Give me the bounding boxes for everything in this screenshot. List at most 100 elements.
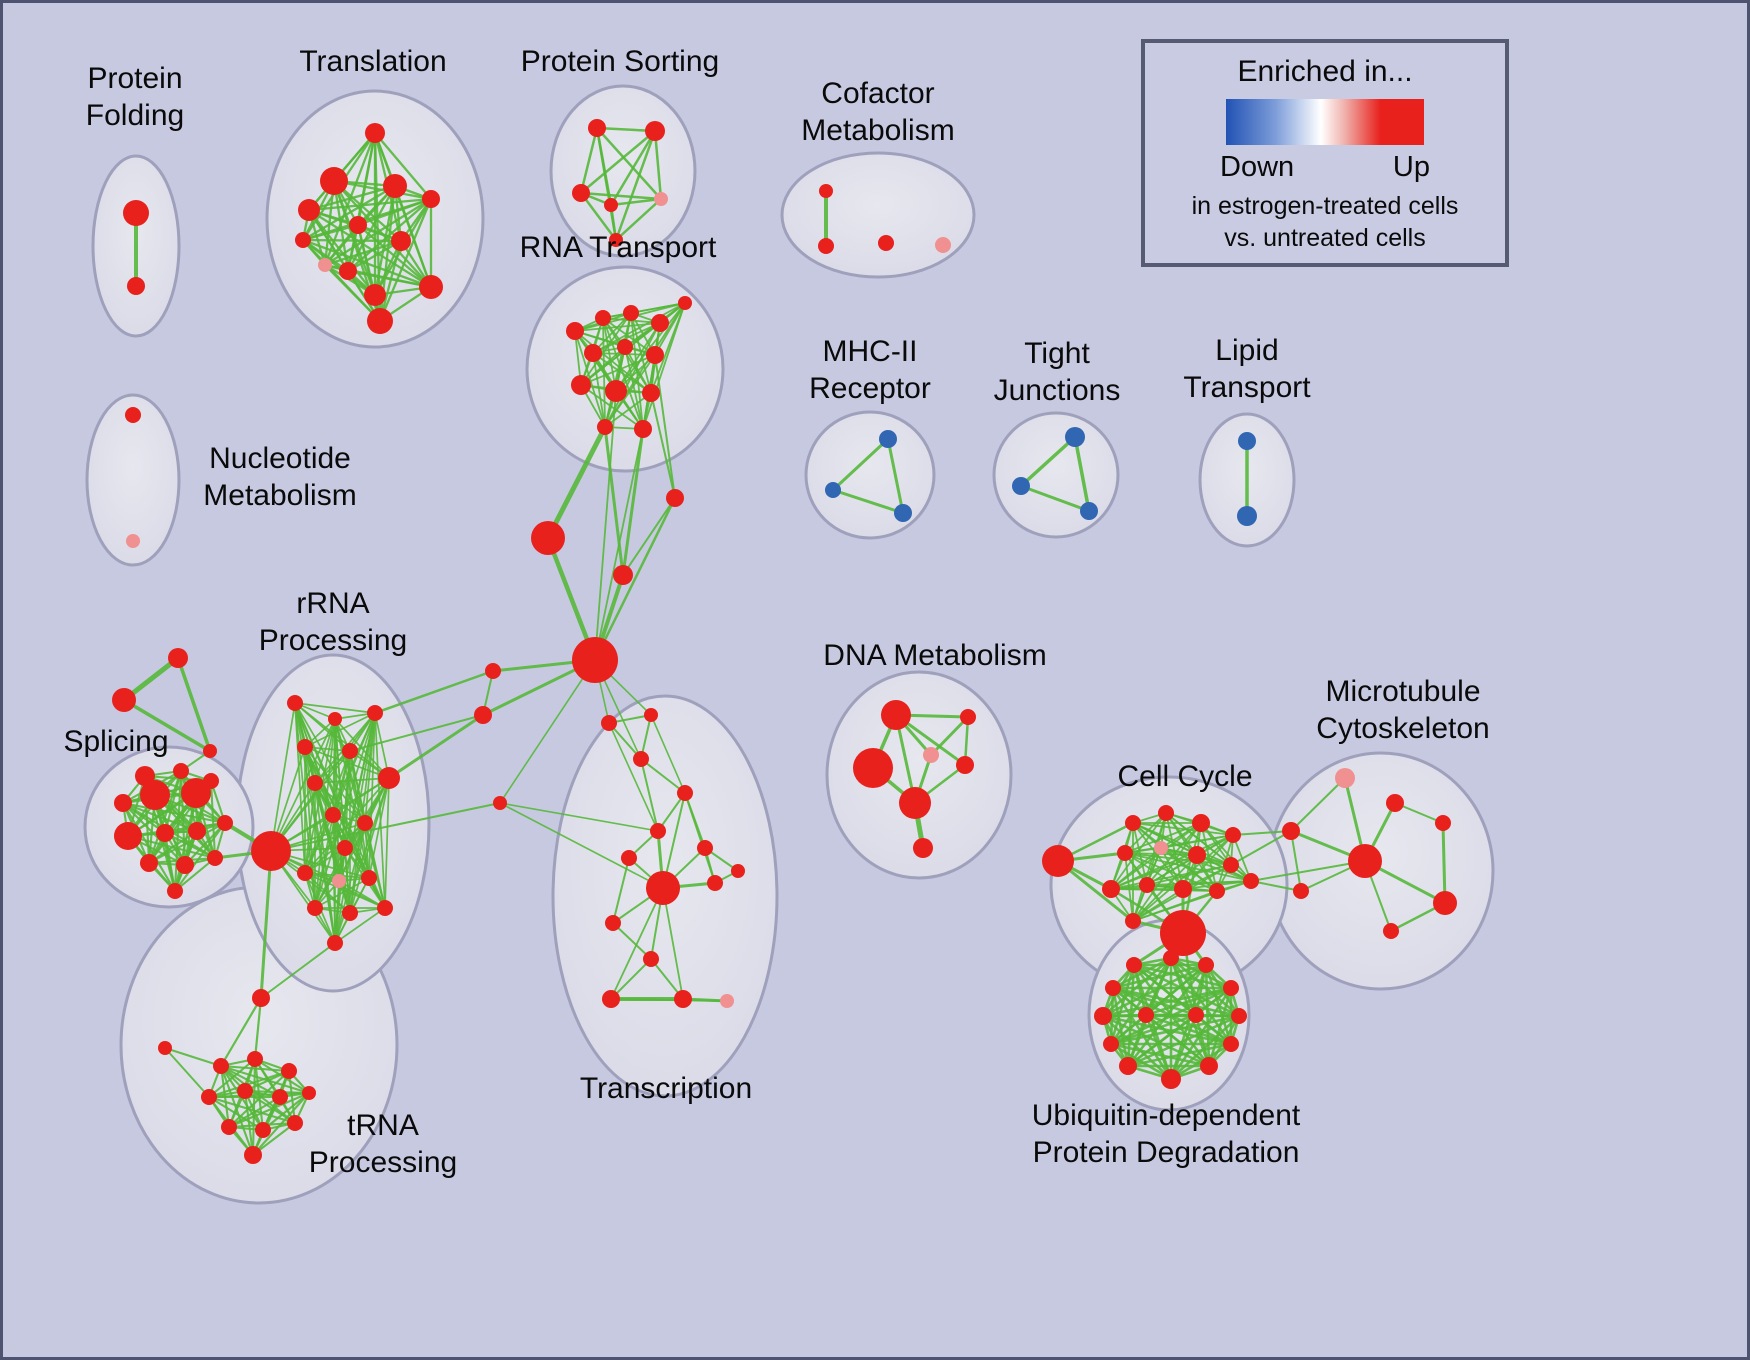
node-ps5: [654, 192, 668, 206]
node-tp2: [158, 1041, 172, 1055]
node-hub1: [531, 521, 565, 555]
edge-ub3-ub9: [1204, 963, 1233, 1046]
edge-s13-s14: [173, 856, 217, 893]
cluster-label-mhc-ii-receptor-line2: Receptor: [809, 372, 931, 405]
node-rt6: [584, 344, 602, 362]
edge-tp4-tp9: [253, 1057, 311, 1095]
node-tp10: [221, 1119, 237, 1135]
edge-cc5-mc3: [1232, 830, 1292, 836]
edge-s8-s13: [163, 831, 217, 860]
edge-tx11-tx12: [610, 958, 652, 1000]
node-tp13: [244, 1146, 262, 1164]
edge-ub6-ub9: [1101, 1014, 1233, 1046]
node-cc7: [1154, 841, 1168, 855]
node-tp12: [287, 1115, 303, 1131]
edge-tx6-tx10: [612, 857, 630, 924]
node-ub6: [1094, 1007, 1112, 1025]
node-cc12: [1174, 880, 1192, 898]
edge-cc8-cc10: [1110, 854, 1198, 890]
node-rr2: [328, 712, 342, 726]
node-mc8: [1383, 923, 1399, 939]
edge-tp1-tp3: [219, 996, 263, 1068]
node-hub2: [572, 637, 618, 683]
node-rt8: [646, 346, 664, 364]
node-s7: [114, 822, 142, 850]
cluster-label-tight-junctions-line1: Tight: [1024, 337, 1090, 370]
edge-s3-s13: [209, 779, 217, 860]
edge-s10-s14: [173, 821, 227, 893]
node-tp7: [237, 1083, 253, 1099]
edge-rr18-tp1: [260, 942, 336, 999]
edge-d2-d4: [929, 715, 970, 757]
node-rt10: [605, 380, 627, 402]
edge-tp2-tp3: [164, 1047, 222, 1067]
edge-tp5-tp7: [243, 1069, 291, 1093]
edge-cc4-cc6: [1124, 822, 1202, 854]
edge-rr8-tp1: [259, 849, 273, 1000]
legend-down-label: Down: [1220, 151, 1295, 183]
edge-t4-t12: [393, 184, 433, 289]
node-cc1: [1042, 845, 1074, 877]
node-tj3: [1080, 502, 1098, 520]
edge-cn5-tx8: [499, 802, 664, 889]
node-tp8: [272, 1089, 288, 1105]
node-m3: [894, 504, 912, 522]
node-lt1: [1238, 432, 1256, 450]
cluster-label-trna-processing-line2: Processing: [309, 1146, 457, 1179]
edge-t4-t10: [346, 184, 397, 273]
node-rr15: [307, 900, 323, 916]
node-tx5: [697, 840, 713, 856]
edge-mc4-mc6: [1441, 821, 1447, 905]
edge-rt8-cn1: [654, 354, 676, 499]
node-cn3: [485, 663, 501, 679]
edge-tp4-tp13: [251, 1057, 257, 1157]
cluster-label-ubiquitin-degradation-line1: Ubiquitin-dependent: [1032, 1099, 1301, 1132]
node-d6: [899, 787, 931, 819]
edge-tj1-tj3: [1073, 435, 1091, 513]
node-tx1: [601, 715, 617, 731]
cluster-ellipse-nucleotide-metabolism: [85, 393, 181, 567]
edge-rr6-rr17: [384, 777, 390, 909]
edge-rr10-rr15: [314, 822, 366, 909]
node-cc4: [1192, 814, 1210, 832]
edge-s4-s10: [121, 801, 227, 825]
edge-rr2-rr12: [304, 718, 336, 874]
node-tx11: [643, 951, 659, 967]
edge-cn3-rr3: [373, 669, 495, 715]
node-cc5: [1225, 827, 1241, 843]
node-rr13: [332, 874, 346, 888]
node-pf2: [127, 277, 145, 295]
edge-cn5-hub2: [499, 659, 596, 804]
edge-rt10-hub2: [594, 390, 617, 661]
edge-ub8-ub12: [1109, 1042, 1173, 1081]
node-ps3: [572, 184, 590, 202]
node-s9: [188, 822, 206, 840]
node-rr16: [342, 905, 358, 921]
node-ub5: [1223, 980, 1239, 996]
node-rr17: [377, 900, 393, 916]
node-pf1: [123, 200, 149, 226]
node-rr3: [367, 705, 383, 721]
edge-cn5-tx7: [499, 802, 659, 832]
node-mc1: [1335, 768, 1355, 788]
cluster-label-translation-line1: Translation: [299, 45, 446, 78]
edge-rt12-cn2: [603, 425, 625, 577]
edge-ps1-ps5: [595, 126, 663, 201]
edge-cc6-cc12: [1124, 852, 1184, 890]
edge-t3-t4: [307, 184, 397, 212]
edge-cc1-cc16: [1056, 859, 1135, 923]
edge-rt13-cn2: [621, 427, 645, 577]
node-rr11: [337, 840, 353, 856]
edge-ub7-ub10: [1126, 1014, 1241, 1068]
edge-rt13-hub2: [594, 428, 644, 661]
cluster-label-protein-folding-line1: Protein: [87, 62, 182, 95]
edge-ps5-ps6: [614, 197, 663, 242]
edge-rr1-rr8: [270, 702, 296, 852]
node-tp3: [213, 1058, 229, 1074]
edge-ub9-ub12: [1169, 1042, 1233, 1081]
node-tx9: [707, 875, 723, 891]
node-rr14: [361, 870, 377, 886]
node-cc15: [1160, 910, 1206, 956]
edge-ub12-ub14: [1169, 1013, 1198, 1081]
